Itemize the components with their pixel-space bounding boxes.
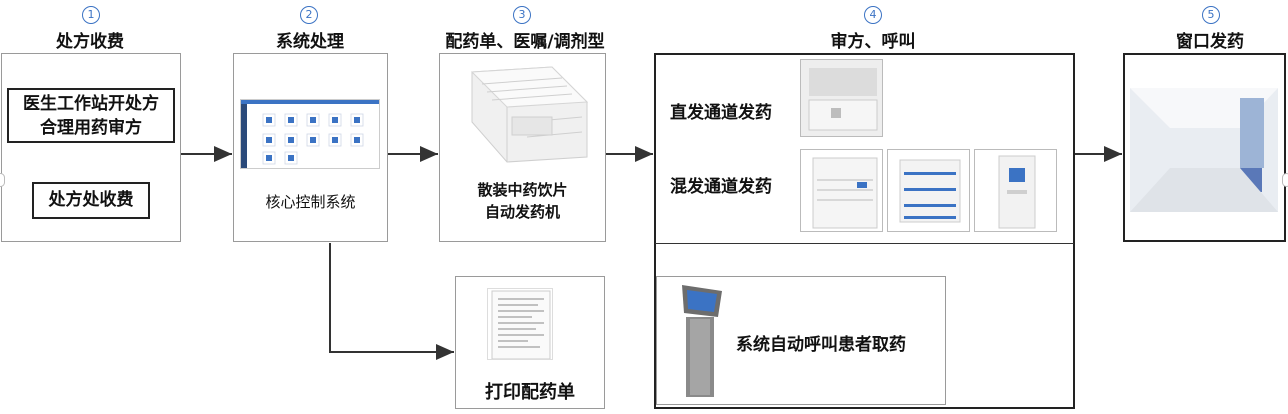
mixed-dispenser-image-2 [887,149,970,232]
dispenser-caption-line1: 散装中药饮片 [477,181,568,199]
drawer-rack-icon [899,159,961,223]
arrow-system-print [329,243,454,360]
mixed-dispenser-image-3 [974,149,1057,232]
step-title-2: 系统处理 [276,32,344,52]
step-title-3: 配药单、医嘱/调剂型 [445,32,605,52]
kiosk-machine-icon [998,155,1036,229]
step-title-5: 窗口发药 [1176,32,1244,52]
step-title-1: 处方收费 [56,32,124,52]
herbal-dispenser-image [452,62,598,164]
step-number-2: 2 [300,6,318,24]
print-caption: 打印配药单 [485,382,575,403]
step-title-4: 审方、呼叫 [830,32,916,52]
step-number-1: 1 [82,6,100,24]
edge-handle-right [1282,173,1288,187]
direct-dispenser-image [800,59,883,137]
control-system-caption: 核心控制系统 [265,193,356,211]
prescribe-line2: 合理用药审方 [40,118,142,138]
dispenser-caption-line2: 自动发药机 [484,203,560,221]
direct-channel-label: 直发通道发药 [670,103,772,123]
mixed-channel-label: 混发通道发药 [670,177,772,197]
step-number-5: 5 [1202,6,1220,24]
charge-box: 处方处收费 [32,182,150,219]
dispenser-cabinet-icon [812,157,878,229]
prescription-slip-image [487,288,553,360]
dispenser-machine-icon [470,66,589,163]
pharmacy-room-icon [1130,88,1278,212]
cabinet-icon [801,60,882,136]
dashboard-icon [241,100,379,168]
prescribe-line1: 医生工作站开处方 [23,94,159,114]
dispenser-caption: 散装中药饮片 自动发药机 [439,179,606,223]
call-patient-label: 系统自动呼叫患者取药 [736,335,906,355]
prescribe-box: 医生工作站开处方 合理用药审方 [7,88,175,143]
step-number-4: 4 [864,6,882,24]
mixed-dispenser-image-1 [800,149,883,232]
pharmacy-window-image [1130,88,1278,212]
step-number-3: 3 [513,6,531,24]
step4-divider [655,243,1074,244]
control-system-screenshot [240,99,380,169]
receipt-icon [491,290,551,359]
edge-handle-left [0,173,5,187]
call-kiosk-icon [682,285,722,397]
call-kiosk-image [672,281,732,399]
